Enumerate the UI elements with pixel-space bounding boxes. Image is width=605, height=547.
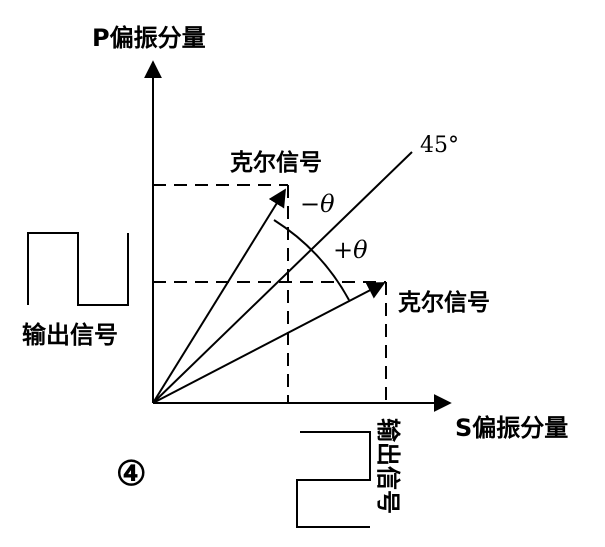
figure-number: ④ [116, 454, 146, 494]
plus-theta-label: +θ [333, 236, 368, 264]
s-axis-label: S偏振分量 [455, 414, 568, 442]
output-waveform-left [27, 232, 129, 306]
minus-theta-label: −θ [300, 190, 335, 218]
dashed-projections [153, 184, 387, 403]
output-waveform-bottom [296, 431, 371, 528]
kerr-signal-upper-label: 克尔信号 [230, 149, 322, 176]
kerr-signal-right-label: 克尔信号 [398, 289, 490, 316]
reference-45-line [152, 151, 413, 404]
output-signal-left-label: 输出信号 [22, 321, 118, 349]
theta-arc [273, 219, 350, 301]
kerr-vector-upper [152, 188, 286, 404]
angle-45-label: 45° [420, 133, 459, 158]
p-axis-label: P偏振分量 [92, 24, 206, 52]
output-signal-bottom-label: 输出信号 [374, 418, 402, 514]
kerr-vector-lower [152, 282, 386, 404]
